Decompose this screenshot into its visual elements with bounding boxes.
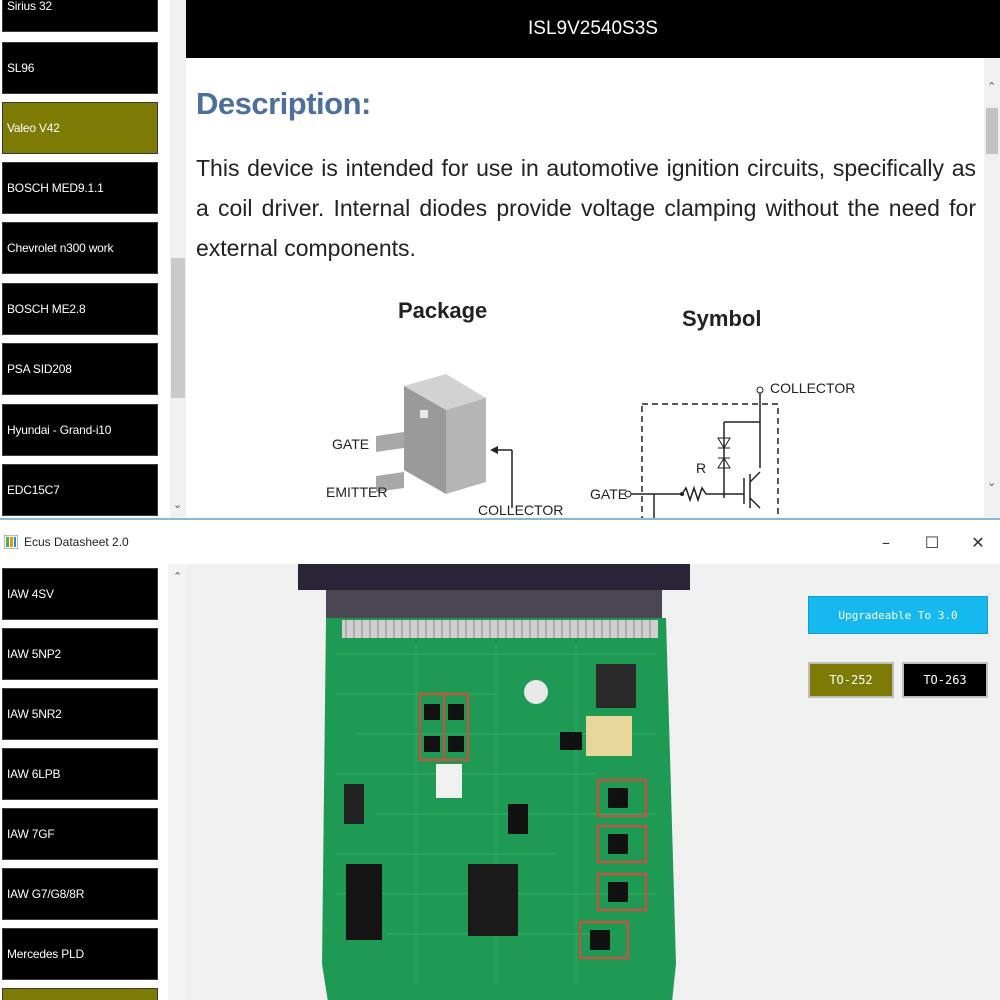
symbol-resistor-label: R: [696, 460, 707, 476]
datasheet-scroll-thumb[interactable]: [986, 108, 998, 154]
package-gate-label: GATE: [332, 436, 370, 452]
scroll-up-icon[interactable]: ⌃: [173, 570, 183, 583]
description-title: Description:: [196, 86, 371, 121]
ecu-board-view: Upgradeable To 3.0 TO-252 TO-263: [186, 564, 1000, 1000]
datasheet-scrollbar[interactable]: [984, 58, 1000, 518]
sidebar-item-bosch-med911[interactable]: BOSCH MED9.1.1: [2, 162, 158, 214]
symbol-gate-label: GATE: [590, 486, 628, 502]
sidebar-item-chevrolet-n300[interactable]: Chevrolet n300 work: [2, 222, 158, 274]
window-titlebar[interactable]: Ecus Datasheet 2.0 – ☐ ✕: [0, 520, 1000, 564]
description-text: This device is intended for use in autom…: [196, 155, 976, 261]
ecus-datasheet-window: Ecus Datasheet 2.0 – ☐ ✕ IAW 4SV IAW 5NP…: [0, 518, 1000, 1000]
package-drawing: [376, 374, 513, 508]
ecu-list: IAW 4SV IAW 5NP2 IAW 5NR2 IAW 6LPB IAW 7…: [0, 564, 170, 1000]
sidebar-item-valeo-v42[interactable]: Valeo V42: [2, 102, 158, 154]
sidebar-item-partial[interactable]: [2, 988, 158, 1000]
package-collector-label: COLLECTOR: [478, 502, 564, 518]
window-title: Ecus Datasheet 2.0: [24, 535, 129, 549]
datasheet-viewer-window: Sirius 32 SL96 Valeo V42 BOSCH MED9.1.1 …: [0, 0, 1000, 518]
sidebar-item-sl96[interactable]: SL96: [2, 42, 158, 94]
sidebar-item-iaw-5nr2[interactable]: IAW 5NR2: [2, 688, 158, 740]
scroll-down-icon[interactable]: ⌄: [987, 476, 997, 489]
top-ecu-list: Sirius 32 SL96 Valeo V42 BOSCH MED9.1.1 …: [0, 0, 170, 518]
sidebar-item-psa-sid208[interactable]: PSA SID208: [2, 343, 158, 395]
sidebar-item-iaw-5np2[interactable]: IAW 5NP2: [2, 628, 158, 680]
package-emitter-label: EMITTER: [326, 484, 388, 500]
scroll-down-icon[interactable]: ⌄: [173, 498, 183, 511]
scroll-up-icon[interactable]: ⌃: [987, 80, 997, 93]
sidebar-item-iaw-g7-g8-8r[interactable]: IAW G7/G8/8R: [2, 868, 158, 920]
sidebar-item-mercedes-pld[interactable]: Mercedes PLD: [2, 928, 158, 980]
close-button[interactable]: ✕: [971, 532, 985, 552]
sidebar-item-iaw-6lpb[interactable]: IAW 6LPB: [2, 748, 158, 800]
package-title: Package: [398, 298, 488, 323]
minimize-button[interactable]: –: [882, 532, 890, 552]
part-number-header: ISL9V2540S3S: [186, 0, 1000, 58]
datasheet-content: Description: This device is intended for…: [186, 58, 984, 518]
symbol-title: Symbol: [682, 306, 762, 331]
package-button-to-252[interactable]: TO-252: [808, 662, 894, 698]
app-icon: [4, 535, 18, 549]
upgrade-button[interactable]: Upgradeable To 3.0: [808, 596, 988, 634]
sidebar-item-hyundai-grand-i10[interactable]: Hyundai - Grand-i10: [2, 404, 158, 456]
ecu-list-scrollbar[interactable]: [168, 564, 186, 1000]
ecu-pcb-image: [298, 564, 690, 1000]
package-button-to-263[interactable]: TO-263: [902, 662, 988, 698]
igbt-symbol-drawing: [624, 386, 779, 518]
sidebar-item-bosch-me28[interactable]: BOSCH ME2.8: [2, 283, 158, 335]
symbol-collector-label: COLLECTOR: [770, 380, 856, 396]
maximize-button[interactable]: ☐: [924, 532, 940, 552]
sidebar-item-edc15c7[interactable]: EDC15C7: [2, 464, 158, 516]
sidebar-item-sirius-32[interactable]: Sirius 32: [2, 0, 158, 32]
top-sidebar-scroll-thumb[interactable]: [171, 258, 185, 398]
sidebar-item-iaw-7gf[interactable]: IAW 7GF: [2, 808, 158, 860]
sidebar-item-iaw-4sv[interactable]: IAW 4SV: [2, 568, 158, 620]
